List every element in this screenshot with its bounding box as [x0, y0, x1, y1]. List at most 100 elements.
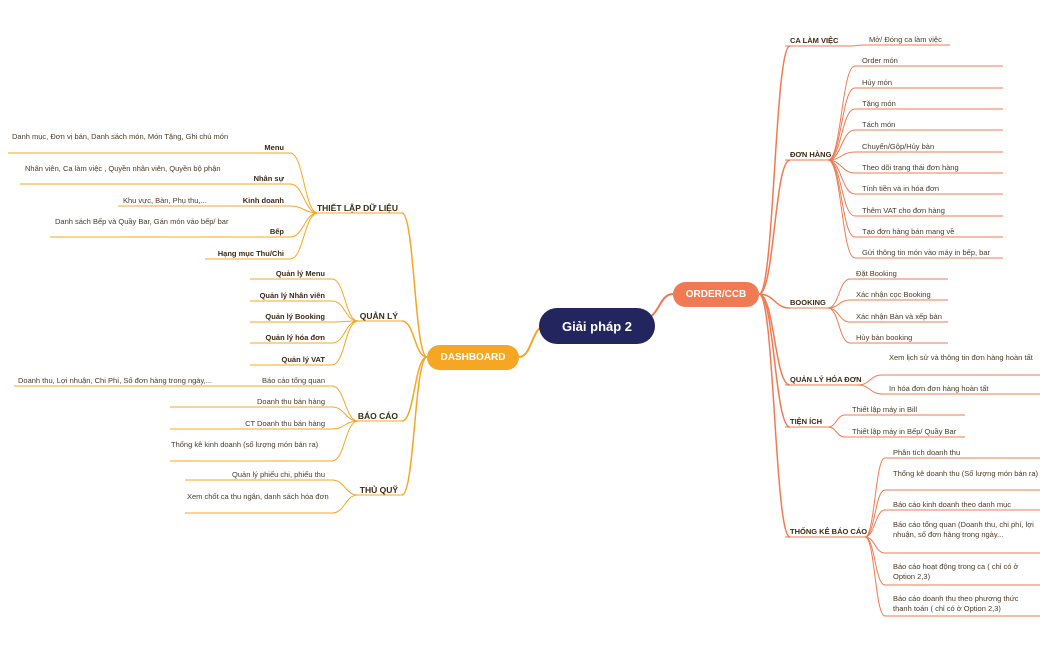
item-tang-mon[interactable]: Tặng món — [862, 99, 896, 108]
connector-booking-item — [827, 278, 851, 309]
item-gui-thong-tin-may-in[interactable]: Gửi thông tin món vào máy in bếp, bar — [862, 248, 991, 257]
item-order-mon[interactable]: Order món — [862, 56, 898, 65]
item-dat-booking[interactable]: Đặt Booking — [856, 269, 897, 278]
connector-booking-item — [827, 307, 851, 344]
connector-thuquy-item — [331, 479, 359, 496]
item-xac-nhan-coc[interactable]: Xác nhận cọc Booking — [856, 290, 931, 299]
connector-quanly-item — [331, 320, 359, 344]
item-kinh-doanh[interactable]: Kinh doanh — [242, 196, 284, 205]
item-doanh-thu-ban-hang[interactable]: Doanh thu bán hàng — [257, 397, 325, 406]
item-tach-mon[interactable]: Tách món — [862, 120, 896, 129]
connector-dashboard-group — [401, 320, 428, 358]
dashboard-branch[interactable]: DASHBOARD — [427, 345, 519, 370]
connector-baocao-item — [331, 406, 359, 422]
connector-donhang-item — [827, 87, 856, 161]
connector-donhang-item — [827, 129, 856, 161]
item-quan-ly-booking[interactable]: Quản lý Booking — [265, 312, 325, 321]
connector-donhang-item — [827, 108, 856, 161]
connector-qlhd-item — [857, 374, 883, 386]
item-huy-ban-booking[interactable]: Hủy bàn booking — [856, 333, 913, 342]
item-bao-cao-kinh-doanh[interactable]: Báo cáo kinh doanh theo danh mục — [893, 500, 1012, 509]
item-huy-mon[interactable]: Hủy món — [862, 78, 893, 87]
connector-setup-item — [289, 205, 319, 214]
group-quan-ly-hoa-don[interactable]: QUẢN LÝ HÓA ĐƠN — [790, 375, 862, 384]
item-xac-nhan-ban[interactable]: Xác nhận Bàn và xếp bàn — [856, 312, 942, 321]
group-thiet-lap-du-lieu[interactable]: THIẾT LẬP DỮ LIỆU — [316, 203, 398, 213]
item-bao-cao-phuong-thuc[interactable]: Báo cáo doanh thu theo phương thức thanh… — [893, 594, 1019, 613]
item-bao-cao-tong-quan[interactable]: Báo cáo tổng quan — [262, 376, 325, 385]
item-bao-cao-hoat-dong-ca[interactable]: Báo cáo hoạt động trong ca ( chỉ có ở Op… — [893, 562, 1019, 581]
connector-dashboard-group — [401, 356, 428, 422]
connector-order-group — [758, 45, 791, 295]
item-thong-ke-kinh-doanh[interactable]: Thống kê kinh doanh (số lượng món bán ra… — [171, 440, 319, 449]
connector-quanly-item — [331, 278, 359, 322]
item-bep[interactable]: Bếp — [269, 227, 284, 236]
detail-bao-cao-tong-quan[interactable]: Doanh thu, Lợi nhuận, Chi Phí, Số đơn hà… — [18, 376, 212, 385]
connector-qlhd-item — [857, 384, 883, 395]
item-quan-ly-nhan-vien[interactable]: Quản lý Nhân viên — [259, 291, 325, 300]
group-quan-ly[interactable]: QUẢN LÝ — [359, 311, 398, 321]
central-topic[interactable]: Giải pháp 2 — [539, 308, 655, 344]
connector-order-group — [758, 159, 791, 295]
connector-order-group — [758, 293, 791, 428]
detail-bep[interactable]: Danh sách Bếp và Quầy Bar, Gán món vào b… — [55, 217, 229, 226]
connector-baocao-item — [331, 420, 359, 462]
item-may-in-bep[interactable]: Thiết lập máy in Bếp/ Quầy Bar — [852, 427, 957, 436]
group-ca-lam-viec[interactable]: CA LÀM VIỆC — [790, 36, 839, 45]
connector-donhang-item — [827, 159, 856, 238]
item-in-hoa-don[interactable]: In hóa đơn đơn hàng hoàn tất — [889, 384, 989, 393]
item-theo-doi-trang-thai[interactable]: Theo dõi trạng thái đơn hàng — [862, 163, 959, 172]
item-nhan-su[interactable]: Nhân sự — [253, 174, 284, 183]
group-don-hang[interactable]: ĐƠN HÀNG — [790, 150, 832, 159]
connector-setup-item — [289, 212, 319, 260]
connector-setup-item — [289, 212, 319, 238]
item-quan-ly-hoa-don[interactable]: Quản lý hóa đơn — [265, 333, 325, 342]
connector-dashboard-group — [401, 212, 428, 358]
detail-kinh-doanh[interactable]: Khu vực, Bàn, Phụ thu,... — [123, 196, 207, 205]
connector-quanly-item — [331, 300, 359, 322]
item-hang-muc-thu-chi[interactable]: Hạng mục Thu/Chi — [217, 249, 284, 258]
detail-menu[interactable]: Danh mục, Đơn vị bán, Danh sách món, Món… — [12, 132, 229, 141]
item-quan-ly-phieu-chi[interactable]: Quản lý phiếu chi, phiếu thu — [232, 470, 325, 479]
item-xem-chot-ca[interactable]: Xem chốt ca thu ngân, danh sách hóa đơn — [187, 492, 329, 501]
item-phan-tich-doanh-thu[interactable]: Phân tích doanh thu — [893, 448, 961, 457]
group-bao-cao[interactable]: BÁO CÁO — [357, 411, 398, 421]
connector-booking-item — [827, 307, 851, 323]
item-xem-lich-su[interactable]: Xem lịch sử và thông tin đơn hàng hoàn t… — [889, 353, 1033, 362]
item-them-vat[interactable]: Thêm VAT cho đơn hàng — [862, 206, 945, 215]
item-ct-doanh-thu-ban-hang[interactable]: CT Doanh thu bán hàng — [245, 419, 325, 428]
connector-tienich-item — [827, 426, 846, 438]
connector-thongke-item — [864, 536, 886, 617]
item-mo-dong-ca[interactable]: Mở/ Đóng ca làm việc — [869, 35, 942, 44]
item-menu[interactable]: Menu — [264, 143, 284, 152]
order-ccb-branch[interactable]: ORDER/CCB — [673, 282, 759, 307]
group-thu-quy[interactable]: THỦ QUỸ — [359, 485, 398, 495]
item-quan-ly-vat[interactable]: Quản lý VAT — [281, 355, 325, 364]
connector-baocao-item — [331, 385, 359, 422]
item-thong-ke-doanh-thu[interactable]: Thống kê doanh thu (Số lượng món bán ra) — [893, 469, 1039, 478]
connector-calamviec-item — [849, 44, 866, 47]
connector-donhang-item — [827, 65, 856, 161]
connector-thongke-item — [864, 489, 886, 538]
item-bao-cao-tong-quan-order[interactable]: Báo cáo tổng quan (Doanh thu, chi phí, l… — [893, 520, 1034, 539]
connector-dashboard-group — [401, 356, 428, 496]
connector-donhang-item — [827, 159, 856, 259]
group-thong-ke-bao-cao[interactable]: THỐNG KÊ BÁO CÁO — [790, 527, 868, 536]
connector-setup-item — [289, 183, 319, 214]
connector-thongke-item — [864, 509, 886, 538]
item-tinh-tien[interactable]: Tính tiền và in hóa đơn — [862, 184, 940, 193]
item-chuyen-gop-huy-ban[interactable]: Chuyển/Gộp/Hủy bàn — [862, 142, 935, 151]
connector-thongke-item — [864, 457, 886, 538]
group-tien-ich[interactable]: TIỆN ÍCH — [790, 417, 823, 426]
connector-thuquy-item — [331, 494, 359, 514]
item-tao-don-mang-ve[interactable]: Tạo đơn hàng bán mang về — [862, 227, 955, 236]
connector-order-group — [758, 293, 791, 538]
connector-quanly-item — [331, 320, 359, 366]
group-booking[interactable]: BOOKING — [790, 298, 826, 307]
connector-tienich-item — [827, 414, 846, 428]
detail-nhan-su[interactable]: Nhân viên, Ca làm việc , Quyền nhân viên… — [25, 164, 221, 173]
item-quan-ly-menu[interactable]: Quản lý Menu — [275, 269, 325, 278]
connector-setup-item — [289, 152, 319, 214]
item-may-in-bill[interactable]: Thiết lập máy in Bill — [852, 405, 918, 414]
